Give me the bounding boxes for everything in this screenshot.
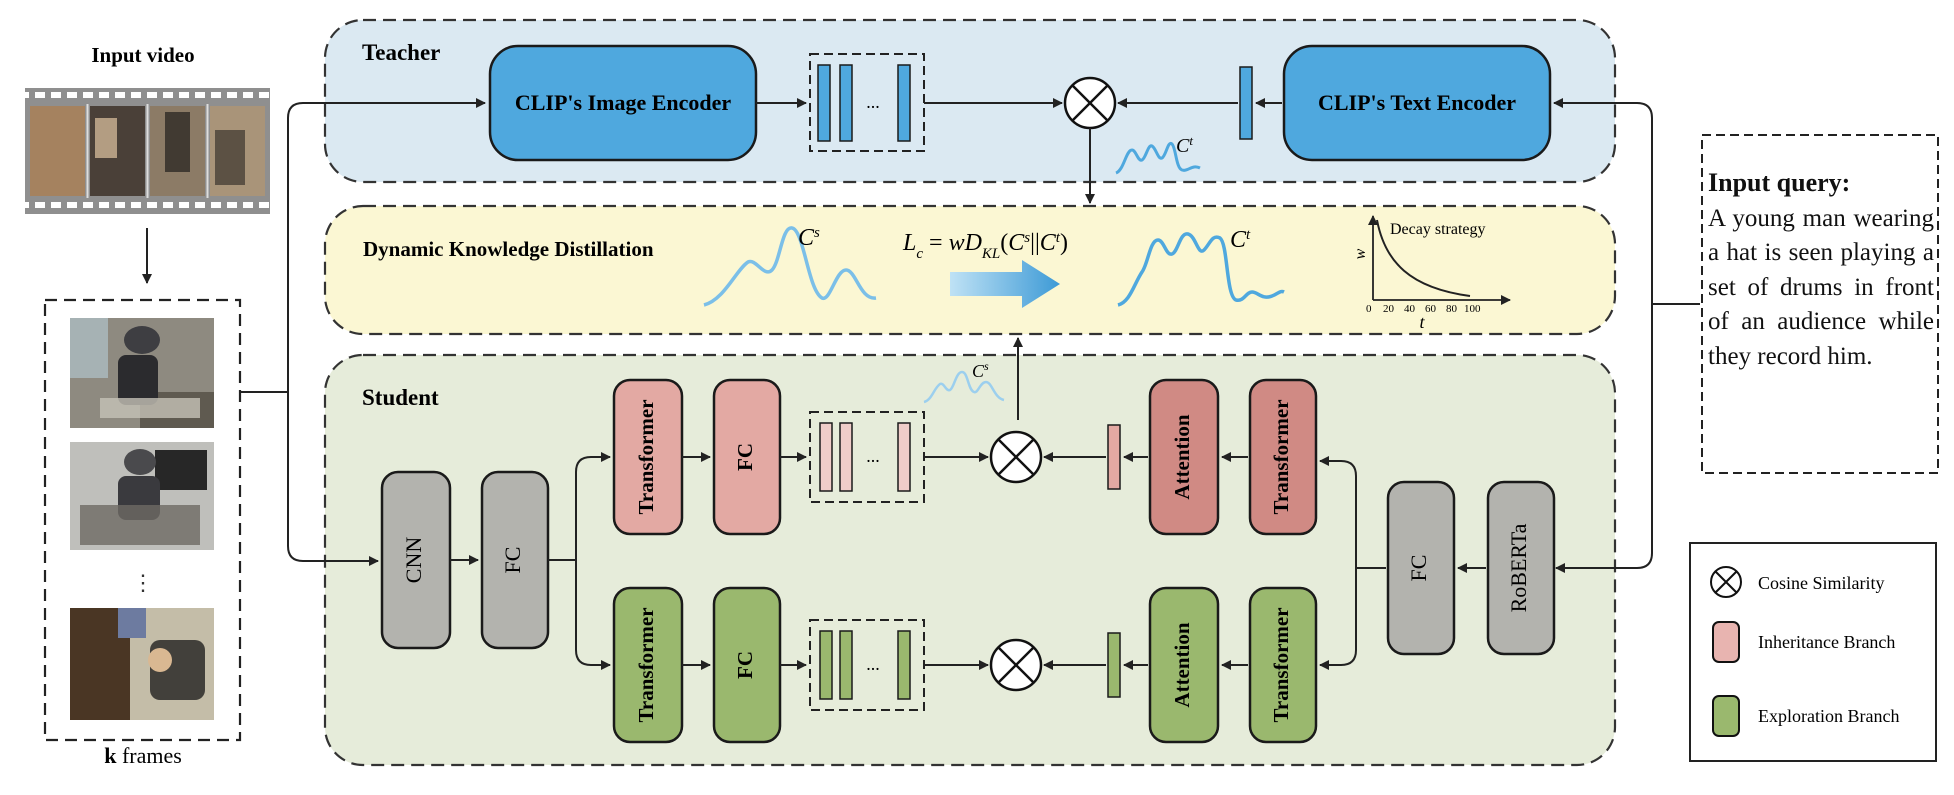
legend-explore-swatch — [1712, 695, 1740, 737]
inherit-text-transformer-label: Transformer — [1269, 399, 1293, 514]
inherit-cosine-similarity — [989, 430, 1043, 484]
clip-text-encoder-label: CLIP's Text Encoder — [1318, 90, 1516, 115]
student-similarity-curve — [703, 226, 877, 307]
clip-text-encoder — [1282, 44, 1552, 162]
svg-text:...: ... — [866, 92, 880, 112]
frames-ellipsis: ⋮ — [132, 570, 154, 595]
explore-attention — [1148, 586, 1220, 744]
decay-tick-40: 40 — [1404, 303, 1416, 315]
teacher-title: Teacher — [362, 40, 440, 65]
inherit-attention-label: Attention — [1170, 414, 1194, 499]
distill-teacher-curve-label: Ct — [1230, 227, 1251, 253]
inherit-video-transformer-label: Transformer — [634, 399, 658, 514]
distilled-teacher-curve — [1117, 232, 1285, 307]
legend-inherit-swatch — [1712, 621, 1740, 663]
clip-image-encoder-label: CLIP's Image Encoder — [515, 90, 732, 115]
input-query-content: Input query: A young man wearing a hat i… — [1708, 166, 1934, 374]
explore-video-transformer-label: Transformer — [634, 607, 658, 722]
legend-inherit-label: Inheritance Branch — [1758, 632, 1895, 652]
decay-title: Decay strategy — [1390, 221, 1486, 238]
explore-text-transformer — [1248, 586, 1318, 744]
input-query-title: Input query: — [1708, 168, 1851, 197]
frame-k — [70, 608, 214, 720]
legend: Cosine Similarity Inheritance Branch Exp… — [1689, 542, 1937, 762]
roberta-block — [1486, 480, 1556, 656]
teacher-similarity-curve — [1115, 141, 1201, 175]
svg-text:...: ... — [866, 446, 880, 466]
decay-tick-80: 80 — [1446, 303, 1458, 315]
frames-caption: k frames — [104, 743, 182, 768]
input-query-text: A young man wearing a hat is seen playin… — [1708, 204, 1934, 370]
student-title: Student — [362, 385, 439, 410]
frames-connector — [240, 98, 486, 566]
teacher-curve-label: Ct — [1176, 133, 1193, 158]
decay-tick-100: 100 — [1464, 303, 1481, 315]
explore-cosine-similarity — [989, 638, 1043, 692]
film-strip — [25, 88, 270, 214]
inherit-video-fc-label: FC — [733, 443, 757, 471]
frame-2 — [70, 442, 214, 550]
explore-text-feature — [1107, 632, 1121, 698]
frame-1 — [70, 318, 214, 428]
explore-attention-label: Attention — [1170, 622, 1194, 707]
teacher-text-feature — [1239, 66, 1253, 140]
legend-cosine-icon — [1710, 566, 1742, 598]
distill-panel — [323, 204, 1617, 336]
video-fc-label: FC — [500, 547, 525, 574]
roberta-label: RoBERTa — [1506, 523, 1531, 612]
inherit-text-feature — [1107, 424, 1121, 490]
decay-strategy-plot: Decay strategy w t 0 20 40 60 80 100 — [1352, 215, 1511, 332]
explore-video-fc-label: FC — [733, 651, 757, 679]
text-fc-label: FC — [1406, 555, 1431, 582]
legend-explore-label: Exploration Branch — [1758, 706, 1899, 726]
video-fc-branch-connector — [548, 452, 611, 670]
text-fc-branch-connector — [1319, 456, 1386, 670]
distill-title: Dynamic Knowledge Distillation — [363, 237, 654, 261]
text-fc-block — [1386, 480, 1456, 656]
student-similarity-curve-small — [923, 370, 1005, 404]
input-video-title: Input video — [91, 43, 194, 67]
svg-text:...: ... — [866, 654, 880, 674]
decay-x-label: t — [1419, 312, 1425, 332]
legend-cosine-label: Cosine Similarity — [1758, 573, 1885, 593]
explore-text-transformer-label: Transformer — [1269, 607, 1293, 722]
cnn-label: CNN — [401, 537, 426, 584]
query-connector — [1553, 98, 1700, 573]
input-query-box — [1701, 134, 1939, 474]
decay-y-label: w — [1352, 248, 1369, 259]
inherit-text-transformer — [1248, 378, 1318, 536]
decay-tick-20: 20 — [1383, 303, 1395, 315]
distill-big-arrow — [950, 260, 1060, 308]
decay-tick-60: 60 — [1425, 303, 1437, 315]
decay-tick-0: 0 — [1366, 303, 1372, 315]
inherit-attention — [1148, 378, 1220, 536]
teacher-cosine-similarity — [1063, 76, 1117, 130]
